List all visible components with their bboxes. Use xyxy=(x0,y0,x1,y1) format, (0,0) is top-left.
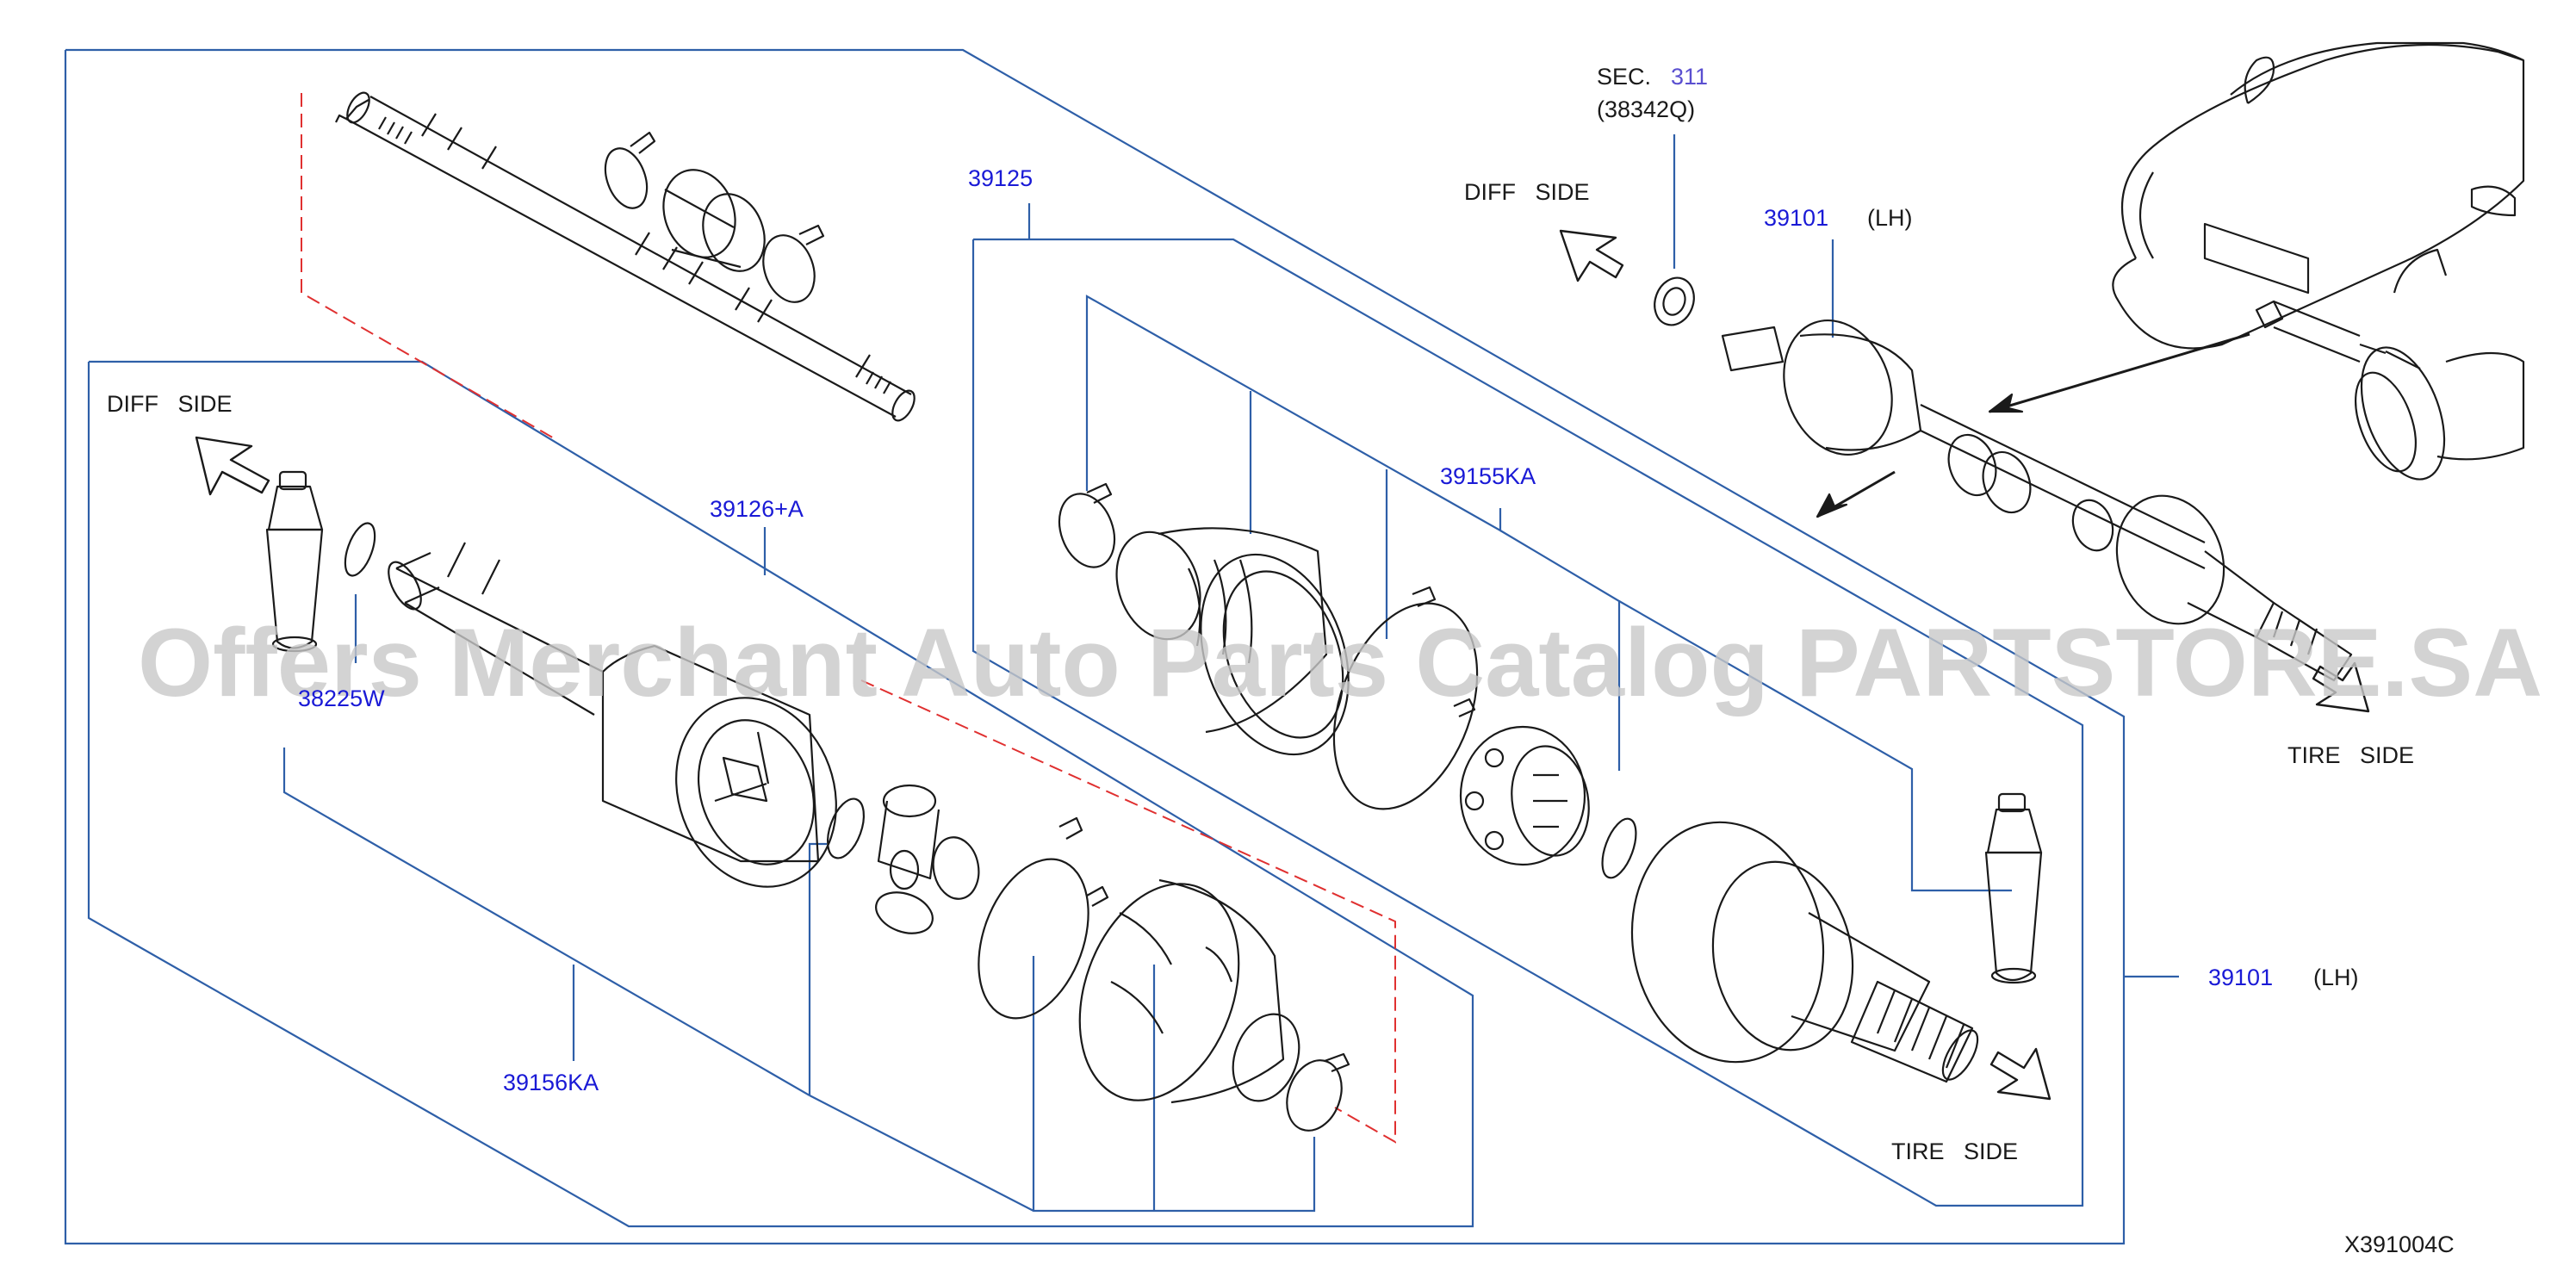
boot-band-icon xyxy=(1286,1059,1343,1132)
inner-joint-housing xyxy=(388,542,837,888)
section-ref-part: (38342Q) xyxy=(1597,96,1695,122)
direction-arrow-icon xyxy=(1559,229,1624,282)
part-number-39101-right[interactable]: 39101 xyxy=(2208,965,2273,990)
line-art xyxy=(195,41,2525,1132)
leader-boot-group xyxy=(808,842,827,1095)
direction-arrow-icon xyxy=(1989,1047,2051,1101)
snap-ring-icon xyxy=(826,797,866,859)
ball-cage xyxy=(1459,725,1590,866)
phantom-lines xyxy=(301,93,1396,1144)
phantom-joint xyxy=(860,679,1396,1144)
label-lh-top: (LH) xyxy=(1867,205,1913,231)
boot-band-icon xyxy=(1332,602,1479,810)
intermediate-shaft xyxy=(335,91,916,422)
boot-band-tab xyxy=(630,131,656,154)
part-number-39125[interactable]: 39125 xyxy=(968,165,1033,191)
part-number-39101-top[interactable]: 39101 xyxy=(1764,205,1828,231)
label-tire-side-bottom: TIRE SIDE xyxy=(1891,1138,2018,1164)
part-number-39156ka[interactable]: 39156KA xyxy=(503,1070,599,1095)
watermark-text: Offers Merchant Auto Parts Catalog PARTS… xyxy=(138,609,2542,717)
part-number-39155ka[interactable]: 39155KA xyxy=(1440,463,1536,489)
direction-arrow-icon xyxy=(195,436,270,496)
direction-arrow-icon xyxy=(1989,332,2250,413)
leader-39155ka xyxy=(1085,295,1502,532)
snap-ring-icon xyxy=(344,522,376,577)
boot-band-icon xyxy=(604,147,649,209)
frame-39125-assembly xyxy=(971,238,2084,1207)
label-diff-side-top: DIFF SIDE xyxy=(1464,179,1590,205)
part-number-38225w[interactable]: 38225W xyxy=(298,686,385,711)
label-lh-right: (LH) xyxy=(2313,965,2359,990)
drive-shaft-assembly xyxy=(1721,319,2353,682)
snap-ring-icon xyxy=(1601,817,1637,879)
leader-boot-bottom xyxy=(809,1095,1316,1213)
direction-arrow-icon xyxy=(2312,661,2370,713)
leader-38225w-down xyxy=(282,748,810,1096)
car-front-icon xyxy=(2112,41,2525,481)
label-tire-side-right: TIRE SIDE xyxy=(2287,742,2414,768)
boot-small-upper xyxy=(662,169,736,258)
inner-boot xyxy=(1078,878,1300,1104)
grease-tube-icon xyxy=(1984,792,2043,984)
boot-band-icon xyxy=(978,858,1089,1020)
oil-seal xyxy=(1654,276,1695,326)
frame-39126-assembly xyxy=(87,360,1474,1228)
figure-code: X391004C xyxy=(2344,1231,2455,1257)
outer-boot xyxy=(1115,527,1350,756)
section-ref-prefix: SEC. xyxy=(1597,64,1651,90)
boot-band-icon xyxy=(762,234,816,303)
grease-tube-icon xyxy=(265,470,324,653)
tripod-spider xyxy=(875,784,980,934)
phantom-shaft-top xyxy=(301,93,556,440)
leader-39155ka-e xyxy=(1618,600,2012,892)
boot-band-icon xyxy=(1058,493,1116,568)
part-number-39126-a[interactable]: 39126+A xyxy=(710,496,804,522)
label-diff-side-left: DIFF SIDE xyxy=(107,391,233,417)
outer-joint-housing xyxy=(1630,821,1979,1083)
frame-39101-assembly xyxy=(64,48,2126,1245)
section-ref-link[interactable]: 311 xyxy=(1671,64,1708,90)
